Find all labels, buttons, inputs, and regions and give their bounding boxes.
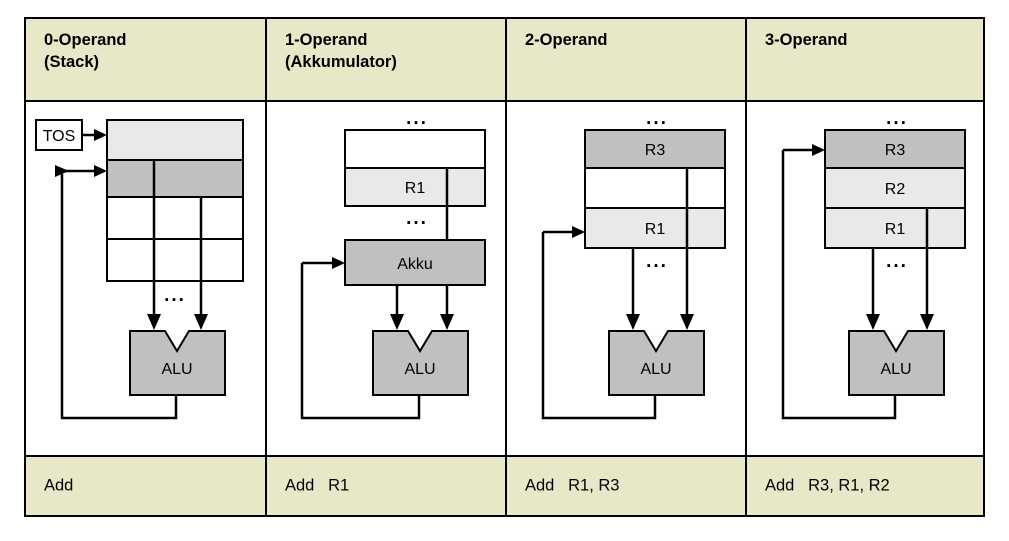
register-label-r2: R2 bbox=[885, 181, 906, 198]
accumulator-box bbox=[344, 239, 486, 286]
header-cell-three-operand: 3-Operand bbox=[745, 19, 983, 100]
diagram-cell-zero-operand: TOS ... ALU bbox=[26, 102, 265, 455]
operand-arrow-left bbox=[866, 314, 880, 330]
operand-arrow-right bbox=[440, 314, 454, 330]
register-label-r3: R3 bbox=[885, 142, 906, 159]
alu-writeback-path bbox=[300, 263, 421, 420]
register-file-ellipsis-top: ... bbox=[886, 108, 908, 129]
stack-machine-diagram: TOS ... ALU bbox=[35, 119, 244, 420]
stack-cell-0 bbox=[106, 119, 244, 161]
r3-writeback-arrowhead bbox=[812, 144, 825, 156]
register-cell-r1 bbox=[824, 207, 966, 249]
tos-pointer-arrowhead bbox=[94, 129, 107, 141]
header-cell-one-operand: 1-Operand (Akkumulator) bbox=[265, 19, 505, 100]
operand-arrow-left bbox=[147, 314, 161, 330]
header-label-two-operand: 2-Operand bbox=[525, 31, 608, 49]
alu-label: ALU bbox=[404, 361, 435, 378]
three-operand-machine-diagram: ... R3 R2 R1 ... bbox=[781, 108, 966, 420]
table-diagram-row: TOS ... ALU bbox=[26, 102, 983, 455]
diagram-cell-three-operand: ... R3 R2 R1 ... bbox=[745, 102, 983, 455]
header-label-zero-operand: 0-Operand (Stack) bbox=[44, 31, 127, 71]
alu-shape bbox=[129, 330, 226, 396]
register-file-ellipsis-bottom: ... bbox=[886, 251, 908, 272]
register-file-ellipsis-top: ... bbox=[646, 108, 668, 129]
alu-shape bbox=[372, 330, 469, 396]
header-cell-two-operand: 2-Operand bbox=[505, 19, 745, 100]
diagram-cell-two-operand: ... R3 R1 ... bbox=[505, 102, 745, 455]
accumulator-machine-diagram: ... R1 ... Akku bbox=[300, 108, 486, 420]
accumulator-label: Akku bbox=[397, 256, 433, 273]
alu-writeback-path bbox=[60, 174, 178, 420]
header-cell-zero-operand: 0-Operand (Stack) bbox=[26, 19, 265, 100]
stack-ellipsis: ... bbox=[164, 285, 186, 306]
header-label-three-operand: 3-Operand bbox=[765, 31, 848, 49]
diagram-cell-one-operand: ... R1 ... Akku bbox=[265, 102, 505, 455]
operand-arrow-right bbox=[194, 314, 208, 330]
register-file-ellipsis-top: ... bbox=[406, 108, 428, 129]
register-cell-empty bbox=[344, 129, 486, 169]
alu-label: ALU bbox=[161, 361, 192, 378]
two-operand-machine-diagram: ... R3 R1 ... bbox=[541, 108, 726, 420]
r1-writeback-arrowhead bbox=[572, 226, 585, 238]
register-file-ellipsis-bottom: ... bbox=[406, 208, 428, 229]
operand-arrow-left bbox=[626, 314, 640, 330]
akku-writeback-arrowhead bbox=[332, 257, 345, 269]
register-file-ellipsis-bottom: ... bbox=[646, 251, 668, 272]
operand-arrow-left bbox=[390, 314, 404, 330]
header-label-one-operand: 1-Operand (Akkumulator) bbox=[285, 31, 397, 71]
instruction-cell-two-operand: Add R1, R3 bbox=[505, 457, 745, 515]
register-cell-r1 bbox=[584, 207, 726, 249]
stack-cell-2 bbox=[106, 196, 244, 240]
instruction-cell-one-operand: Add R1 bbox=[265, 457, 505, 515]
register-cell-r1 bbox=[344, 167, 486, 207]
stack-cell-1 bbox=[106, 159, 244, 198]
alu-label: ALU bbox=[640, 361, 671, 378]
instruction-label-zero-operand: Add bbox=[44, 476, 74, 495]
operand-arrow-right bbox=[920, 314, 934, 330]
instruction-cell-zero-operand: Add bbox=[26, 457, 265, 515]
register-cell-r2 bbox=[824, 167, 966, 209]
instruction-label-two-operand: Add R1, R3 bbox=[525, 476, 620, 495]
tos-pointer-label: TOS bbox=[43, 128, 76, 145]
register-label-r1: R1 bbox=[885, 221, 906, 238]
alu-writeback-path bbox=[781, 150, 897, 420]
register-label-r1: R1 bbox=[645, 221, 666, 238]
tos-pointer-box bbox=[35, 119, 83, 151]
register-cell-empty bbox=[584, 167, 726, 209]
instruction-cell-three-operand: Add R3, R1, R2 bbox=[745, 457, 983, 515]
alu-shape bbox=[848, 330, 945, 396]
stack-second-pointer-arrowhead bbox=[94, 165, 107, 177]
alu-label: ALU bbox=[880, 361, 911, 378]
instruction-label-three-operand: Add R3, R1, R2 bbox=[765, 476, 890, 495]
table-instruction-row: Add Add R1 Add R1, R3 Add R3, R1, R2 bbox=[26, 455, 983, 515]
register-cell-r3 bbox=[584, 129, 726, 169]
instruction-label-one-operand: Add R1 bbox=[285, 476, 350, 495]
register-label-r1: R1 bbox=[405, 180, 426, 197]
register-cell-r3 bbox=[824, 129, 966, 169]
alu-shape bbox=[608, 330, 705, 396]
operand-comparison-table: 0-Operand (Stack) 1-Operand (Akkumulator… bbox=[24, 17, 985, 517]
stack-cell-3 bbox=[106, 238, 244, 282]
alu-writeback-path bbox=[541, 232, 657, 420]
operand-arrow-right bbox=[680, 314, 694, 330]
table-header-row: 0-Operand (Stack) 1-Operand (Akkumulator… bbox=[26, 19, 983, 102]
register-label-r3: R3 bbox=[645, 142, 666, 159]
